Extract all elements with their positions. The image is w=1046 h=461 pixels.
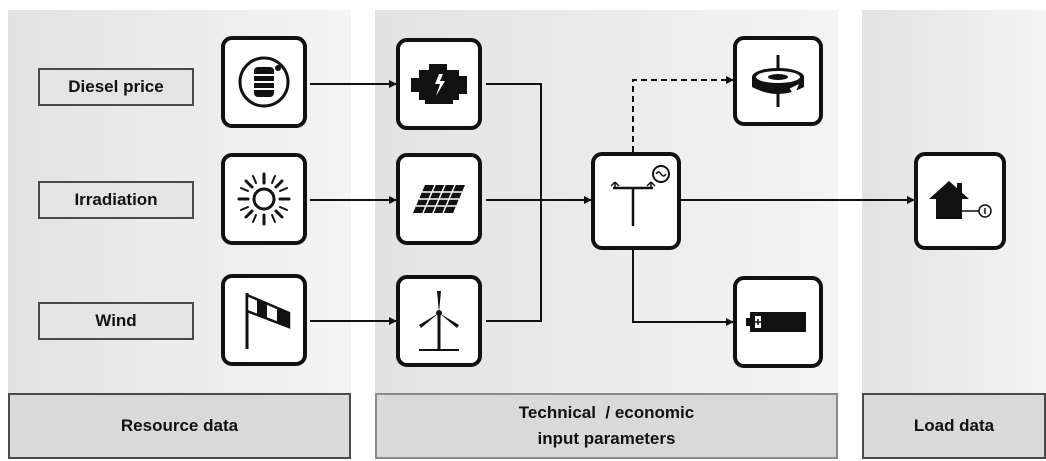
windsock-box	[221, 274, 307, 366]
footer-resource-data: Resource data	[8, 393, 351, 459]
battery-icon	[746, 312, 806, 332]
footer-load-data: Load data	[862, 393, 1046, 459]
battery-box	[733, 276, 823, 368]
label-diesel-price: Diesel price	[38, 68, 194, 106]
sun-box	[221, 153, 307, 245]
turbine-box	[396, 275, 482, 367]
fuel-barrel-icon	[238, 56, 290, 108]
solar-panel-icon	[413, 184, 465, 214]
footer-resource-label: Resource data	[120, 416, 239, 435]
sun-icon	[237, 172, 291, 226]
diesel-generator-icon	[411, 64, 467, 104]
load-box	[914, 152, 1006, 250]
inverter-icon	[610, 165, 670, 226]
flywheel-icon	[752, 55, 804, 107]
label-wind: Wind	[38, 302, 194, 340]
flywheel-box	[733, 36, 823, 126]
footer-technical: Technical / economic input parameters	[375, 393, 838, 459]
footer-technical-line1: Technical / economic	[518, 403, 695, 422]
label-irradiation: Irradiation	[38, 181, 194, 219]
inverter-box	[591, 152, 681, 250]
pv-box	[396, 153, 482, 245]
fuel-box	[221, 36, 307, 128]
footer-technical-line2: input parameters	[537, 429, 676, 448]
house-load-icon	[929, 181, 992, 219]
footer-load-label: Load data	[913, 416, 995, 435]
windsock-icon	[245, 293, 291, 349]
wind-turbine-icon	[419, 291, 459, 351]
generator-box	[396, 38, 482, 130]
